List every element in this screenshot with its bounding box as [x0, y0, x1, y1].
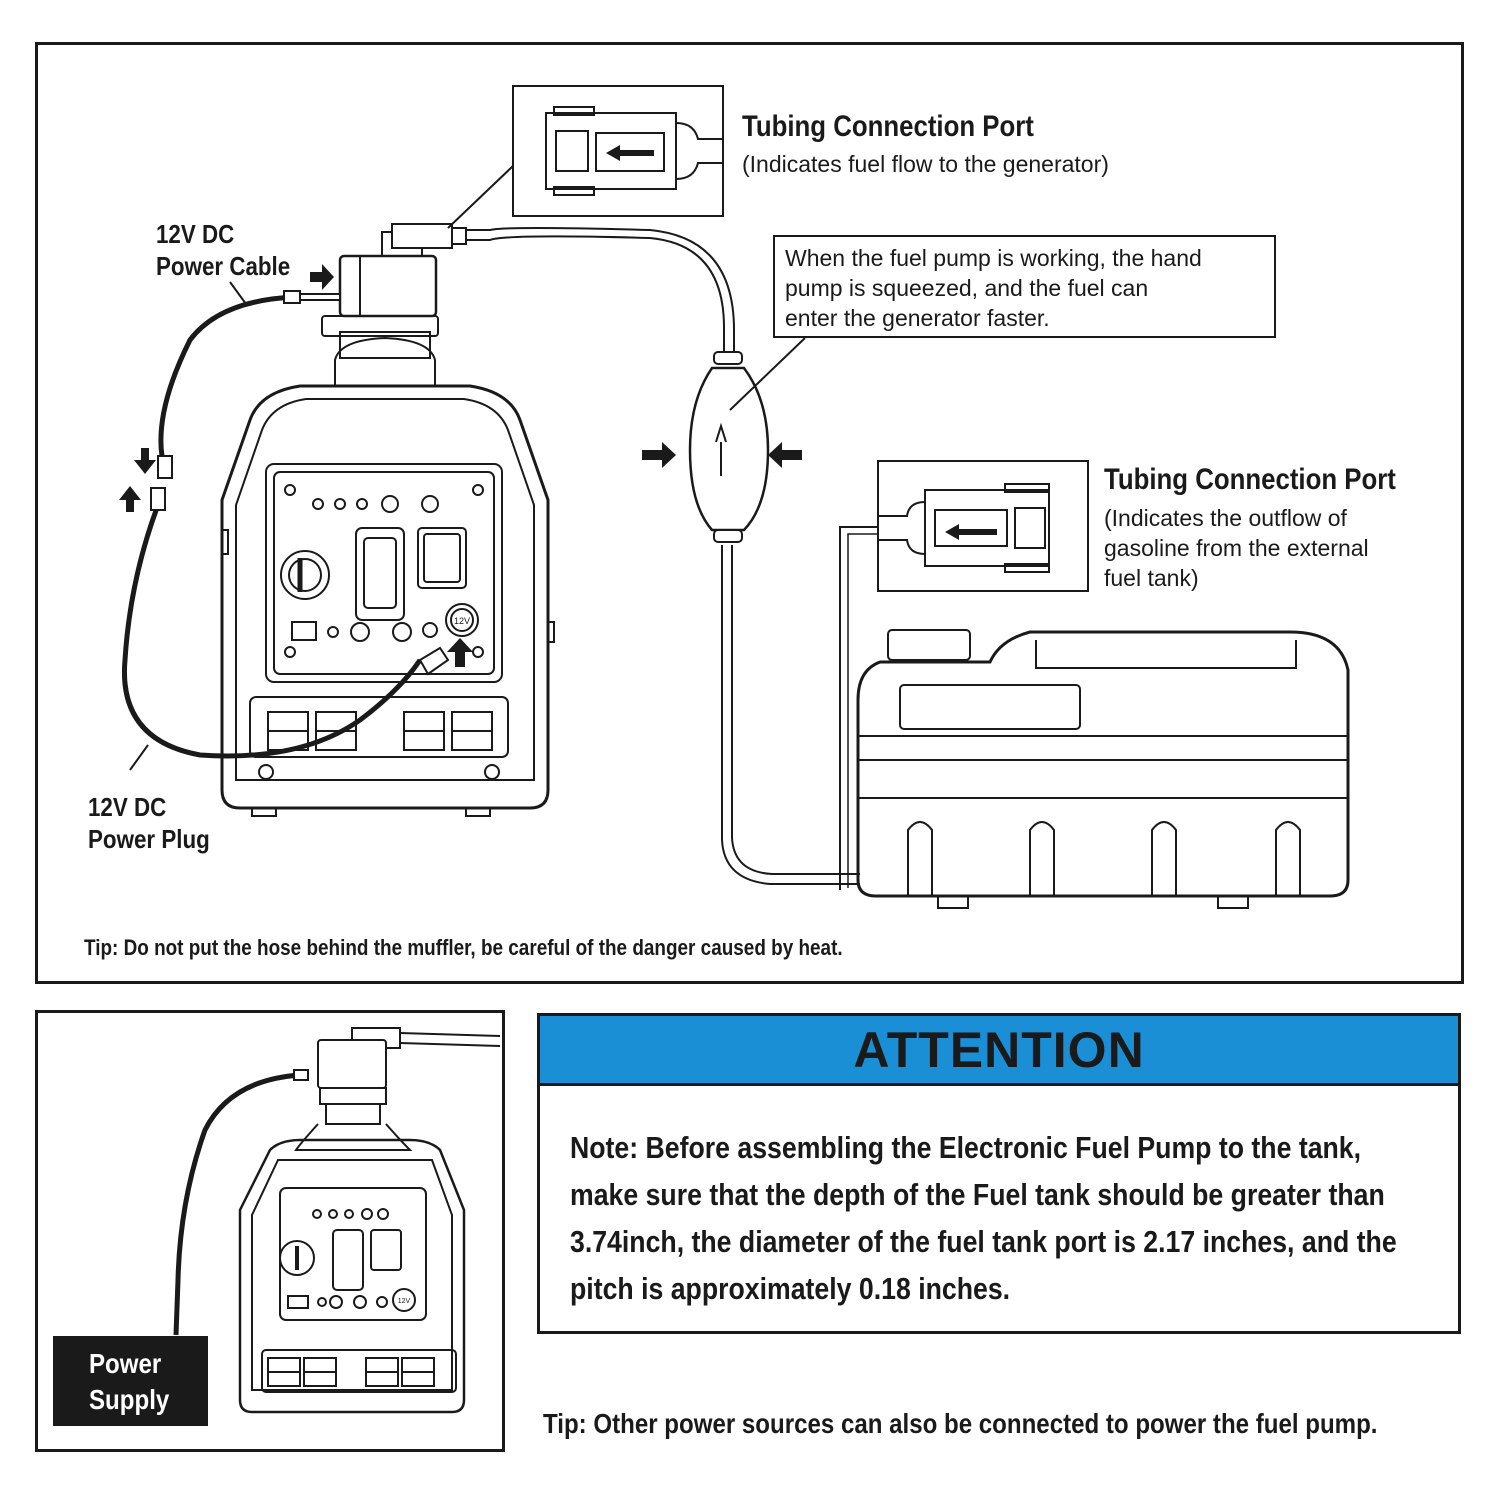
- top-port-description: (Indicates fuel flow to the generator): [742, 151, 1109, 177]
- attention-note-line: 3.74inch, the diameter of the fuel tank …: [570, 1224, 1397, 1259]
- side-port-callout-box: [877, 460, 1089, 592]
- side-port-description-line: fuel tank): [1104, 565, 1199, 591]
- top-port-connector-icon: [545, 106, 722, 196]
- hand-pump-note-line: pump is squeezed, and the fuel can: [785, 275, 1149, 301]
- inset-socket-label: 12V: [398, 1298, 411, 1305]
- power-plug-label-line: 12V DC: [88, 792, 167, 822]
- attention-note: Note: Before assembling the Electronic F…: [540, 1086, 1458, 1312]
- power-cable-label-line: 12V DC: [156, 219, 235, 249]
- generator-socket-label: 12V: [454, 616, 470, 626]
- power-supply-label-line: Supply: [89, 1384, 170, 1415]
- side-port-description: (Indicates the outflow of gasoline from …: [1104, 503, 1369, 593]
- side-port-description-line: (Indicates the outflow of: [1104, 505, 1347, 531]
- fuel-tank-illustration: [856, 629, 1350, 909]
- hand-pump-bulb: [688, 351, 770, 543]
- attention-note-line: make sure that the depth of the Fuel tan…: [570, 1177, 1385, 1212]
- inset-frame: [35, 1010, 505, 1452]
- top-port-title: Tubing Connection Port: [742, 110, 1034, 143]
- power-plug-label: 12V DC Power Plug: [88, 791, 230, 855]
- hand-pump-note-line: enter the generator faster.: [785, 305, 1050, 331]
- top-port-callout-box: [512, 85, 724, 217]
- power-supply-label-box: Power Supply: [53, 1336, 208, 1426]
- power-supply-label-line: Power: [89, 1348, 162, 1379]
- power-cable: [158, 294, 297, 471]
- power-sources-tip: Tip: Other power sources can also be con…: [543, 1408, 1378, 1439]
- fuel-hose-top: [440, 235, 726, 355]
- side-port-title: Tubing Connection Port: [1104, 463, 1396, 496]
- hand-pump-note-box: When the fuel pump is working, the hand …: [773, 235, 1276, 338]
- attention-header: ATTENTION: [540, 1016, 1458, 1086]
- power-cable-label-line: Power Cable: [156, 251, 291, 281]
- side-port-connector-icon: [879, 483, 1050, 573]
- power-cable-label: 12V DC Power Cable: [156, 218, 312, 282]
- generator-illustration: [220, 231, 555, 817]
- attention-panel: ATTENTION Note: Before assembling the El…: [537, 1013, 1461, 1334]
- power-plug-label-line: Power Plug: [88, 824, 210, 854]
- heat-warning-tip: Tip: Do not put the hose behind the muff…: [84, 935, 843, 960]
- main-diagram-frame: [35, 42, 1464, 984]
- side-port-description-line: gasoline from the external: [1104, 535, 1369, 561]
- hand-pump-note-line: When the fuel pump is working, the hand: [785, 245, 1202, 271]
- attention-note-line: Note: Before assembling the Electronic F…: [570, 1130, 1362, 1165]
- attention-note-line: pitch is approximately 0.18 inches.: [570, 1271, 1011, 1306]
- attention-title: ATTENTION: [853, 1021, 1145, 1078]
